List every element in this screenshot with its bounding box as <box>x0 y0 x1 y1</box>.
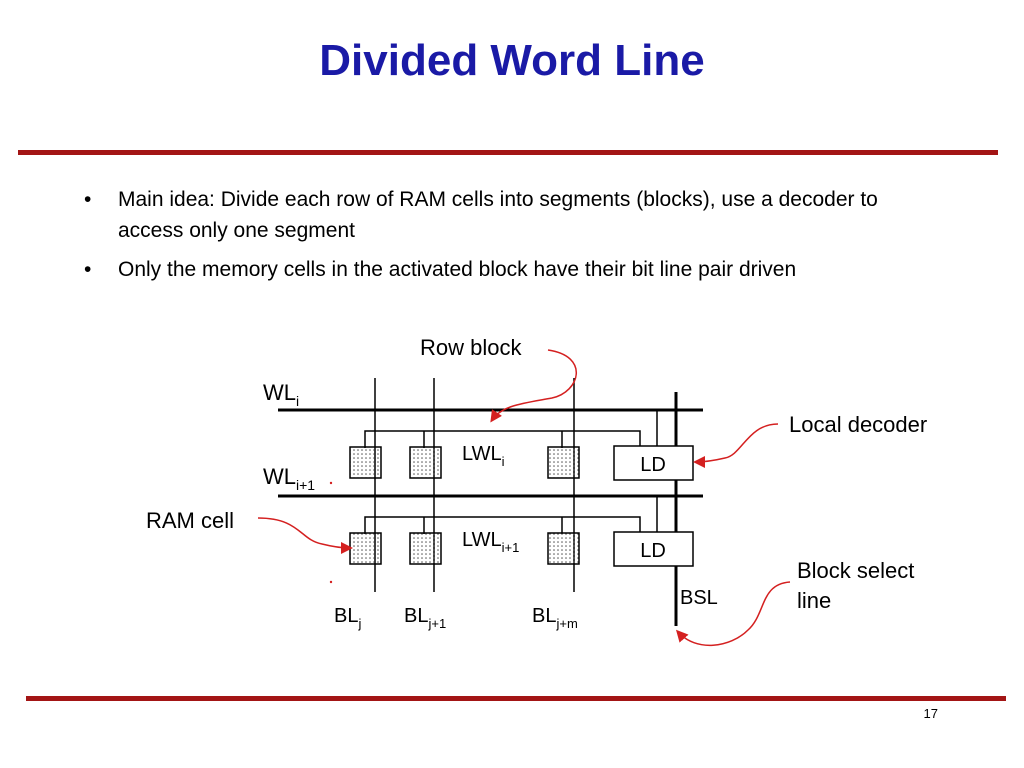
ram-cell <box>547 446 580 479</box>
bl-j-plus-m-label: BLj+m <box>532 605 578 631</box>
slide-title: Divided Word Line <box>319 36 705 85</box>
row-block-label: Row block <box>420 335 522 360</box>
ram-cell <box>409 532 442 565</box>
wl-i-plus-1-label: WLi+1 <box>263 464 315 493</box>
block-select-arrow <box>675 581 791 646</box>
bl-j-label: BLj <box>334 605 361 631</box>
bullet-activated-block: Only the memory cells in the activated b… <box>82 254 932 285</box>
bullet-list: Main idea: Divide each row of RAM cells … <box>82 184 932 293</box>
local-decoder-box <box>613 531 694 567</box>
local-decoder-arrow <box>693 423 779 468</box>
ram-cell <box>349 532 382 565</box>
bsl-label: BSL <box>680 587 718 609</box>
ram-cell-annotation: RAM cell <box>146 508 234 533</box>
wl-i-label: WLi <box>263 380 299 409</box>
ram-cell-arrow <box>257 517 353 554</box>
local-decoder-label: LD <box>640 454 666 476</box>
row-block-arrow <box>490 349 577 423</box>
bullet-main-idea: Main idea: Divide each row of RAM cells … <box>82 184 932 246</box>
lwl-i-label: LWLi <box>462 443 505 469</box>
footer-divider <box>26 696 1006 701</box>
bl-j-plus-1-label: BLj+1 <box>404 605 446 631</box>
title-divider <box>18 150 998 155</box>
page-number: 17 <box>923 706 938 721</box>
local-decoder-label: LD <box>640 540 666 562</box>
red-dot <box>329 481 333 485</box>
local-word-line-i-plus-1 <box>364 516 641 534</box>
local-decoder-box <box>613 445 694 481</box>
ram-cell <box>547 532 580 565</box>
ram-cell <box>349 446 382 479</box>
local-decoder-annotation: Local decoder <box>789 412 927 437</box>
lwl-i-plus-1-label: LWLi+1 <box>462 529 519 555</box>
ram-cell <box>409 446 442 479</box>
red-dot <box>329 580 333 584</box>
local-word-line-i <box>364 430 641 448</box>
